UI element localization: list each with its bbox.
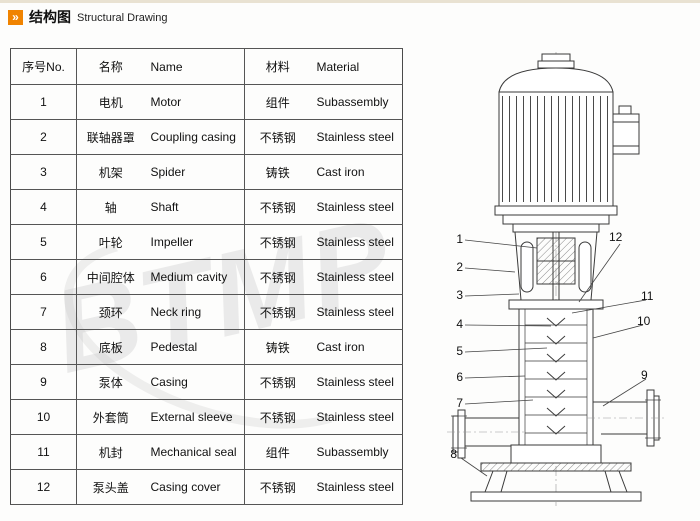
cell-name-cn: 电机 — [76, 84, 145, 120]
cell-no: 8 — [10, 329, 77, 365]
col-header-material-cn: 材料 — [244, 48, 311, 85]
cell-material-cn: 组件 — [244, 434, 311, 470]
callout-number-5: 5 — [456, 344, 463, 358]
cell-name-en: External sleeve — [144, 399, 245, 435]
header-chevron-icon: » — [8, 9, 23, 25]
cell-material-en: Subassembly — [310, 434, 403, 470]
cell-material-en: Stainless steel — [310, 469, 403, 505]
col-header-material-en: Material — [310, 48, 403, 85]
cell-material-cn: 铸铁 — [244, 329, 311, 365]
cell-no: 4 — [10, 189, 77, 225]
cell-no: 5 — [10, 224, 77, 260]
cell-material-cn: 铸铁 — [244, 154, 311, 190]
table-row: 12 泵头盖 Casing cover 不锈钢 Stainless steel — [10, 469, 403, 505]
cell-material-cn: 不锈钢 — [244, 259, 311, 295]
table-row: 7 颈环 Neck ring 不锈钢 Stainless steel — [10, 294, 403, 330]
col-header-no: 序号No. — [10, 48, 77, 85]
table-row: 11 机封 Mechanical seal 组件 Subassembly — [10, 434, 403, 470]
cell-name-en: Casing cover — [144, 469, 245, 505]
cell-name-en: Coupling casing — [144, 119, 245, 155]
cell-name-en: Shaft — [144, 189, 245, 225]
cell-no: 2 — [10, 119, 77, 155]
cell-name-cn: 中间腔体 — [76, 259, 145, 295]
cell-material-en: Cast iron — [310, 329, 403, 365]
cell-material-cn: 不锈钢 — [244, 364, 311, 400]
table-header-row: 序号No. 名称 Name 材料 Material — [10, 48, 403, 85]
cell-name-cn: 轴 — [76, 189, 145, 225]
cell-no: 10 — [10, 399, 77, 435]
table-row: 10 外套筒 External sleeve 不锈钢 Stainless ste… — [10, 399, 403, 435]
table-row: 6 中间腔体 Medium cavity 不锈钢 Stainless steel — [10, 259, 403, 295]
cell-name-cn: 泵体 — [76, 364, 145, 400]
cell-name-cn: 泵头盖 — [76, 469, 145, 505]
cell-name-en: Medium cavity — [144, 259, 245, 295]
callout-number-12: 12 — [609, 230, 623, 244]
cell-name-cn: 颈环 — [76, 294, 145, 330]
callout-number-6: 6 — [456, 370, 463, 384]
cell-material-cn: 不锈钢 — [244, 469, 311, 505]
cell-name-cn: 机封 — [76, 434, 145, 470]
cell-name-en: Casing — [144, 364, 245, 400]
table-row: 1 电机 Motor 组件 Subassembly — [10, 84, 403, 120]
callout-number-4: 4 — [456, 317, 463, 331]
cell-material-cn: 不锈钢 — [244, 189, 311, 225]
cell-name-cn: 叶轮 — [76, 224, 145, 260]
cell-material-en: Stainless steel — [310, 259, 403, 295]
cell-name-cn: 外套筒 — [76, 399, 145, 435]
callout-number-10: 10 — [637, 314, 651, 328]
callout-number-2: 2 — [456, 260, 463, 274]
cell-name-en: Motor — [144, 84, 245, 120]
cell-material-en: Stainless steel — [310, 364, 403, 400]
callout-number-11: 11 — [641, 289, 654, 303]
table-row: 5 叶轮 Impeller 不锈钢 Stainless steel — [10, 224, 403, 260]
cell-name-en: Neck ring — [144, 294, 245, 330]
cell-no: 3 — [10, 154, 77, 190]
cell-no: 11 — [10, 434, 77, 470]
cell-material-cn: 不锈钢 — [244, 294, 311, 330]
cell-name-en: Mechanical seal — [144, 434, 245, 470]
table-row: 9 泵体 Casing 不锈钢 Stainless steel — [10, 364, 403, 400]
parts-table: 序号No. 名称 Name 材料 Material 1 电机 Motor 组件 … — [10, 48, 403, 505]
page-header: » 结构图 Structural Drawing — [8, 7, 167, 27]
cell-material-en: Stainless steel — [310, 224, 403, 260]
table-row: 3 机架 Spider 铸铁 Cast iron — [10, 154, 403, 190]
cell-material-en: Stainless steel — [310, 189, 403, 225]
cell-no: 12 — [10, 469, 77, 505]
cell-material-cn: 不锈钢 — [244, 119, 311, 155]
cell-no: 1 — [10, 84, 77, 120]
page-title-cn: 结构图 — [29, 9, 71, 25]
cell-name-en: Impeller — [144, 224, 245, 260]
cell-material-en: Stainless steel — [310, 399, 403, 435]
cell-no: 9 — [10, 364, 77, 400]
cell-material-cn: 不锈钢 — [244, 224, 311, 260]
cell-material-en: Stainless steel — [310, 119, 403, 155]
cell-material-en: Cast iron — [310, 154, 403, 190]
page-title-en: Structural Drawing — [77, 12, 168, 24]
cell-material-cn: 组件 — [244, 84, 311, 120]
pump-drawing-svg — [447, 52, 665, 506]
table-row: 4 轴 Shaft 不锈钢 Stainless steel — [10, 189, 403, 225]
callout-number-7: 7 — [456, 396, 463, 410]
cell-material-en: Subassembly — [310, 84, 403, 120]
table-row: 2 联轴器罩 Coupling casing 不锈钢 Stainless ste… — [10, 119, 403, 155]
cell-name-cn: 底板 — [76, 329, 145, 365]
table-row: 8 底板 Pedestal 铸铁 Cast iron — [10, 329, 403, 365]
callout-number-3: 3 — [456, 288, 463, 302]
cell-no: 7 — [10, 294, 77, 330]
pump-drawing: 1 2 3 4 5 6 7 8 9 10 11 12 — [415, 50, 700, 510]
cell-material-cn: 不锈钢 — [244, 399, 311, 435]
cell-name-en: Spider — [144, 154, 245, 190]
cell-no: 6 — [10, 259, 77, 295]
page-top-strip — [0, 0, 700, 3]
cell-name-en: Pedestal — [144, 329, 245, 365]
callout-number-8: 8 — [450, 447, 457, 461]
cell-name-cn: 联轴器罩 — [76, 119, 145, 155]
callout-number-1: 1 — [456, 232, 463, 246]
callout-number-9: 9 — [641, 368, 648, 382]
cell-name-cn: 机架 — [76, 154, 145, 190]
col-header-name-en: Name — [144, 48, 245, 85]
cell-material-en: Stainless steel — [310, 294, 403, 330]
col-header-name-cn: 名称 — [76, 48, 145, 85]
